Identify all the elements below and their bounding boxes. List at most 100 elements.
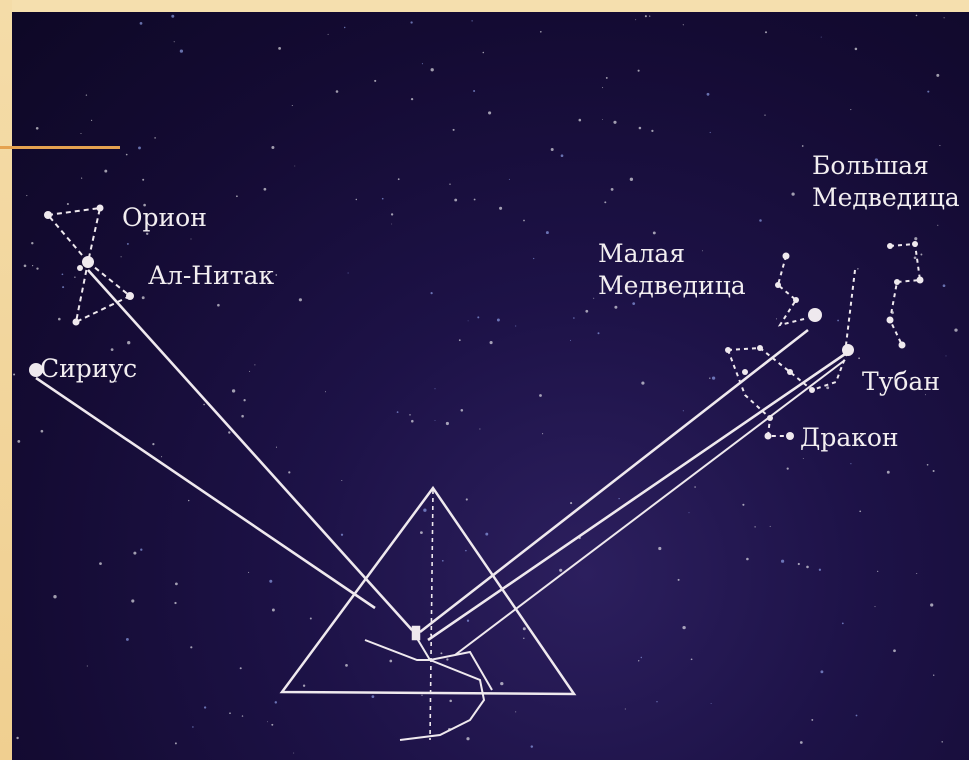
background-star (345, 664, 348, 667)
label-ursa-major-line1: Большая (812, 152, 929, 179)
background-star (638, 70, 640, 72)
background-star (126, 638, 129, 641)
background-star (806, 566, 809, 569)
background-star (466, 737, 469, 740)
background-star (787, 468, 789, 470)
background-star (585, 310, 588, 313)
background-star (639, 127, 642, 130)
background-star (559, 569, 562, 572)
background-star (248, 572, 249, 573)
background-star (500, 682, 503, 685)
background-star (939, 145, 940, 146)
background-star (877, 571, 878, 572)
background-star (146, 233, 148, 235)
background-star (754, 526, 755, 527)
background-star (293, 753, 294, 754)
background-star (449, 184, 450, 185)
background-star (602, 119, 603, 120)
background-star (31, 242, 33, 244)
background-star (126, 154, 128, 156)
background-star (461, 409, 464, 412)
background-star (241, 415, 244, 418)
background-star (310, 618, 312, 620)
background-star (711, 703, 712, 704)
background-star (294, 166, 295, 167)
background-star (142, 179, 144, 181)
background-star (764, 114, 765, 115)
background-star (190, 646, 192, 648)
background-star (483, 52, 485, 54)
background-star (937, 225, 938, 226)
background-star (927, 91, 929, 93)
background-star (453, 129, 455, 131)
background-star (422, 63, 423, 64)
background-star (80, 133, 81, 134)
background-star (826, 386, 829, 389)
background-star (604, 201, 606, 203)
background-star (325, 391, 326, 392)
background-star (13, 374, 15, 376)
background-star (36, 127, 39, 130)
background-star (431, 292, 433, 294)
background-star (709, 378, 710, 379)
background-star (203, 404, 205, 406)
background-star (523, 220, 525, 222)
background-star (914, 256, 917, 259)
background-star (421, 695, 422, 696)
background-star (411, 98, 413, 100)
background-star (927, 464, 929, 466)
background-star (276, 447, 277, 448)
background-star (127, 243, 129, 245)
label-ursa-minor-line2: Медведица (598, 272, 746, 299)
background-star (217, 304, 220, 307)
background-star (127, 341, 130, 344)
background-star (781, 560, 784, 563)
background-star (142, 296, 145, 299)
background-star (175, 742, 177, 744)
background-star (171, 15, 174, 18)
background-star (140, 22, 143, 25)
background-star (944, 17, 945, 18)
background-star (440, 652, 442, 654)
background-star (389, 660, 392, 663)
background-star (174, 41, 175, 42)
background-star (86, 94, 87, 95)
background-star (374, 80, 376, 82)
ursa-major-lines (890, 244, 920, 345)
northern-constellations (728, 244, 920, 436)
background-star (420, 531, 423, 534)
background-star (850, 463, 851, 464)
background-star (99, 562, 102, 565)
background-star (454, 199, 457, 202)
background-star (26, 195, 27, 196)
background-star (658, 547, 661, 550)
draco-lines (728, 348, 848, 390)
background-star (303, 685, 305, 687)
background-star (446, 658, 448, 660)
background-star (531, 745, 533, 747)
background-star (391, 224, 392, 225)
background-star (87, 665, 88, 666)
background-star (485, 533, 488, 536)
background-star (267, 721, 268, 722)
background-star (269, 580, 272, 583)
background-star (62, 286, 64, 288)
background-star (74, 277, 75, 278)
background-star (683, 24, 684, 25)
northern-stars (725, 241, 924, 440)
background-star (515, 325, 516, 326)
background-star (800, 741, 803, 744)
background-star (473, 90, 475, 92)
background-star (81, 178, 82, 179)
background-star (635, 19, 636, 20)
background-star (341, 480, 342, 481)
kings-chamber (413, 627, 419, 639)
background-star (683, 410, 684, 411)
background-star (859, 510, 861, 512)
background-star (689, 512, 690, 513)
background-star (855, 48, 858, 51)
label-thuban: Тубан (862, 368, 940, 395)
background-star (707, 93, 710, 96)
background-star (271, 724, 273, 726)
